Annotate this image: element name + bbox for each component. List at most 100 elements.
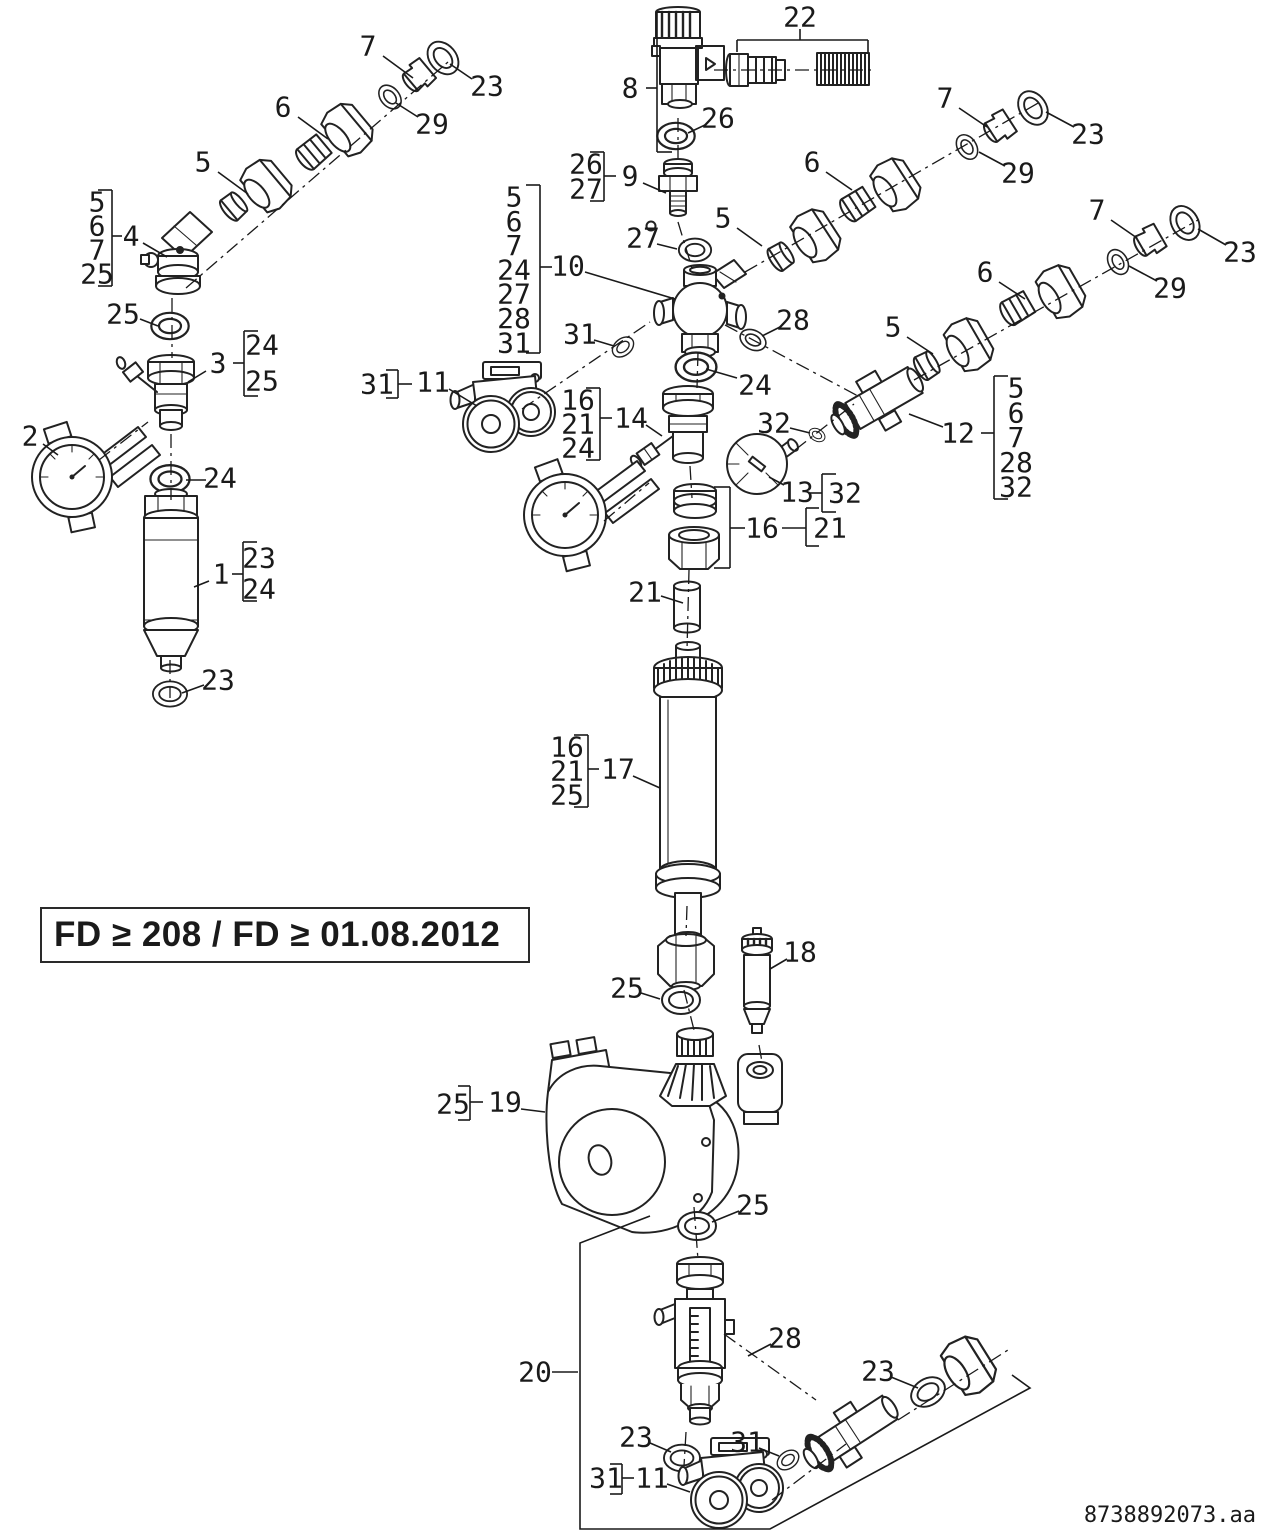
callout-leader	[139, 318, 159, 327]
callout-leader	[395, 102, 419, 118]
part-label-3: 3	[210, 347, 227, 380]
part-label-11: 11	[416, 366, 450, 399]
document-number: 8738892073.aa	[1083, 1503, 1256, 1528]
callout-29: 29	[1153, 272, 1187, 305]
center-axis	[897, 1349, 1009, 1421]
callout-leader	[217, 171, 249, 195]
callout-28: 28	[768, 1322, 802, 1355]
bracket-item-32: 32	[828, 477, 862, 510]
bracket-item-27: 27	[569, 173, 603, 206]
callout-25: 25	[736, 1189, 770, 1222]
callout-leader	[687, 124, 706, 134]
callout-28: 28	[776, 304, 810, 337]
bracket-item-7: 7	[506, 229, 523, 262]
callout-25: 25	[106, 298, 140, 331]
parts-artwork-layer	[31, 6, 1207, 1529]
part-label-12: 12	[941, 417, 975, 450]
part-9-vent-valve	[658, 158, 698, 217]
bracket-item-21: 21	[550, 755, 584, 788]
callout-leader	[761, 326, 781, 337]
center-axis	[771, 1443, 847, 1501]
part-label-4: 4	[123, 220, 140, 253]
oring-24	[674, 351, 718, 383]
callout-29: 29	[1001, 157, 1035, 190]
part-label-19: 19	[488, 1086, 522, 1119]
part-label-17: 17	[601, 753, 635, 786]
part-label-13: 13	[780, 476, 814, 509]
bracket-item-21: 21	[813, 512, 847, 545]
callout-23: 23	[1223, 236, 1257, 269]
bracket-item-16: 16	[561, 384, 595, 417]
callout-leader	[449, 63, 473, 80]
callout-leader	[1197, 228, 1227, 246]
callout-31: 31	[563, 318, 597, 351]
part-label-8: 8	[622, 72, 639, 105]
callout-21: 21	[628, 576, 662, 609]
bracket-item-25: 25	[80, 258, 114, 291]
center-axis	[685, 905, 688, 937]
part-leader	[632, 775, 661, 789]
bracket-item-25: 25	[245, 365, 279, 398]
callout-27: 27	[626, 222, 660, 255]
callout-5: 5	[195, 146, 212, 179]
callout-leader	[297, 116, 329, 140]
callout-26: 26	[701, 102, 735, 135]
part-leader	[520, 1108, 546, 1113]
callout-leader	[1128, 265, 1158, 282]
callout-leader	[906, 336, 934, 355]
bracket-item-26: 26	[569, 148, 603, 181]
center-axis	[693, 1206, 699, 1261]
part-leader	[666, 1483, 691, 1493]
bracket-item-28: 28	[497, 302, 531, 335]
center-axis	[689, 465, 693, 499]
bracket-item-6: 6	[89, 210, 106, 243]
callout-23: 23	[1071, 118, 1105, 151]
part-2-thermometer	[31, 420, 161, 534]
center-axis	[185, 61, 449, 289]
callout-leader	[42, 443, 59, 456]
part-leader	[142, 242, 168, 258]
fd-revision-box: FD ≥ 208 / FD ≥ 01.08.2012	[40, 907, 530, 963]
callout-23: 23	[619, 1421, 653, 1454]
part-4-elbow-fitting	[140, 211, 213, 295]
center-axis	[677, 221, 693, 269]
center-axis	[913, 219, 1199, 381]
callout-24: 24	[203, 462, 237, 495]
callout-leader	[649, 1442, 672, 1453]
part-17-separator-cylinder	[653, 641, 723, 941]
callout-5: 5	[885, 311, 902, 344]
part-3-union-valve	[115, 354, 195, 431]
bracket-item-5: 5	[89, 186, 106, 219]
callout-5: 5	[715, 202, 732, 235]
center-axis	[683, 989, 695, 1031]
part-leader	[187, 370, 207, 383]
center-axis	[696, 351, 699, 389]
bracket-item-6: 6	[506, 205, 523, 238]
center-axis	[683, 1431, 687, 1467]
bracket-item-24: 24	[242, 573, 276, 606]
callout-25: 25	[610, 972, 644, 1005]
callout-leader	[789, 427, 811, 434]
callout-leader	[890, 1376, 919, 1389]
callout-6: 6	[977, 256, 994, 289]
part-leader	[193, 580, 210, 588]
part-10-three-way-valve	[653, 259, 747, 358]
bracket-item-24: 24	[497, 253, 531, 286]
callout-7: 7	[1089, 194, 1106, 227]
callout-leader	[958, 107, 988, 128]
part-leader	[584, 271, 676, 300]
oring-32	[806, 425, 828, 445]
center-axis	[686, 569, 690, 651]
bracket-item-31: 31	[497, 326, 531, 359]
callout-20: 20	[518, 1356, 552, 1389]
callout-6: 6	[275, 91, 292, 124]
bracket-item-6: 6	[1008, 396, 1025, 429]
bracket-item-5: 5	[506, 181, 523, 214]
oring-26	[656, 121, 696, 151]
callout-18: 18	[783, 936, 817, 969]
bracket-item-32: 32	[999, 471, 1033, 504]
part-20-drain-valve	[802, 1394, 899, 1473]
callout-leader	[1045, 111, 1075, 128]
callout-leader	[736, 227, 763, 247]
callout-leader	[593, 339, 615, 347]
